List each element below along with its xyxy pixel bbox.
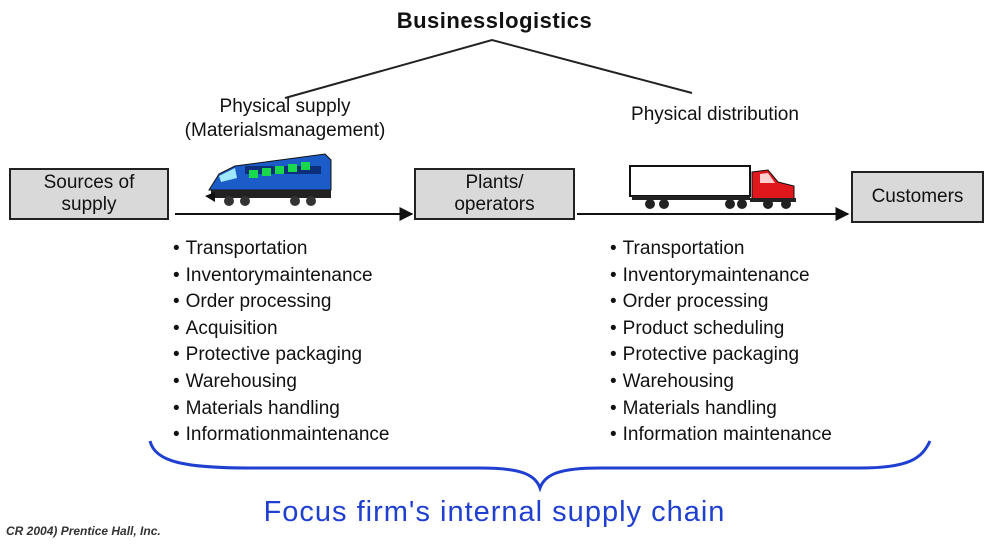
diagram-title: Businesslogistics (396, 8, 593, 33)
locomotive-icon (205, 153, 332, 206)
copyright-notice: CR 2004) Prentice Hall, Inc. (6, 524, 161, 538)
list-item: Materials handling (173, 396, 493, 423)
customers-box: Customers (851, 171, 984, 223)
focus-supply-chain-label: Focus firm's internal supply chain (263, 496, 726, 528)
physical-supply-label: Physical supply (Materialsmanagement) (140, 95, 430, 143)
list-item: Warehousing (173, 369, 493, 396)
semi-truck-icon (629, 165, 796, 209)
list-item: Product scheduling (610, 316, 950, 343)
list-item: Protective packaging (173, 342, 493, 369)
list-item: Inventorymaintenance (173, 263, 493, 290)
list-item: Order processing (173, 289, 493, 316)
focus-brace (148, 440, 932, 493)
physical-supply-activities: Transportation Inventorymaintenance Orde… (173, 236, 493, 449)
sources-of-supply-box: Sources of supply (9, 168, 169, 220)
sources-line1: Sources of (43, 172, 135, 193)
list-item: Informationmaintenance (173, 422, 493, 449)
list-item: Transportation (610, 236, 950, 263)
list-item: Information maintenance (610, 422, 950, 449)
list-item: Materials handling (610, 396, 950, 423)
list-item: Transportation (173, 236, 493, 263)
list-item: Protective packaging (610, 342, 950, 369)
plants-operators-box: Plants/ operators (414, 168, 575, 220)
plants-line1: Plants/ (465, 172, 524, 193)
list-item: Acquisition (173, 316, 493, 343)
list-item: Order processing (610, 289, 950, 316)
physical-supply-line2: (Materialsmanagement) (184, 120, 386, 141)
physical-distribution-activities: Transportation Inventorymaintenance Orde… (610, 236, 950, 449)
physical-supply-line1: Physical supply (219, 96, 351, 117)
business-logistics-roof (284, 38, 693, 99)
plants-line2: operators (454, 194, 535, 215)
sources-line2: supply (61, 194, 117, 215)
physical-distribution-label: Physical distribution (631, 104, 799, 125)
list-item: Inventorymaintenance (610, 263, 950, 290)
list-item: Warehousing (610, 369, 950, 396)
